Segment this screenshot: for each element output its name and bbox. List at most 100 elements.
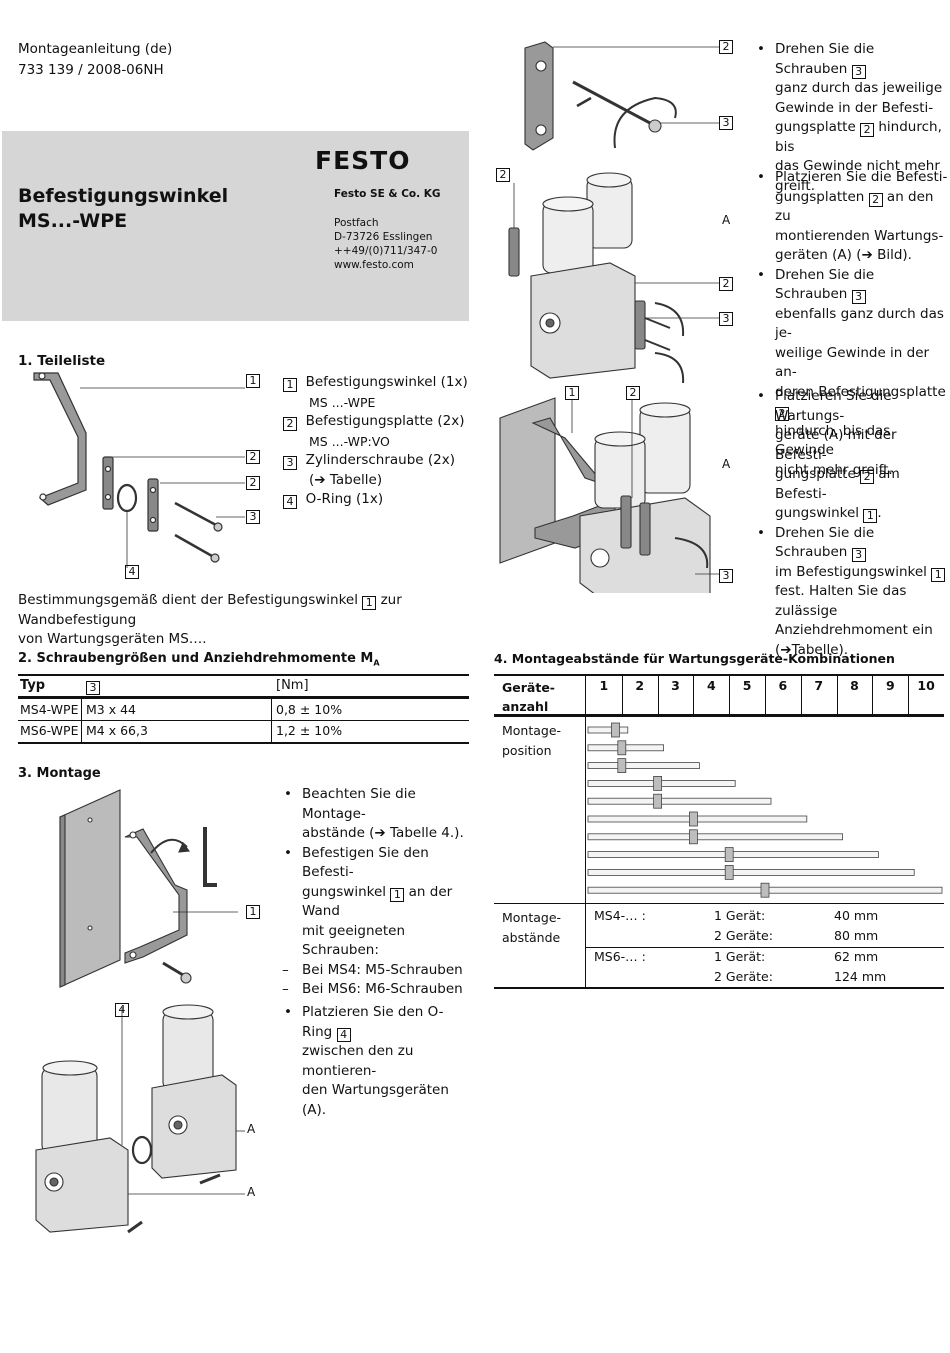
part-item: 4 O-Ring (1x) <box>283 490 483 510</box>
count-cell: 2 <box>635 678 645 693</box>
part-num: 4 <box>283 495 297 509</box>
montage-callout-4: 4 <box>115 1003 129 1017</box>
step-num: 3 <box>851 290 866 304</box>
step-text: Drehen Sie die Schrauben <box>775 41 875 77</box>
bracket-marker <box>617 740 627 756</box>
row-torque: 0,8 ± 10% <box>276 702 343 717</box>
count-cell: 6 <box>778 678 788 693</box>
count-cell: 8 <box>850 678 859 693</box>
company-name: Festo SE & Co. KG <box>334 188 441 200</box>
step-text: im Befestigungswinkel <box>775 563 927 580</box>
dist-device: 2 Geräte: <box>714 969 773 984</box>
bracket-marker <box>653 793 662 809</box>
doc-number: 733 139 / 2008-06NH <box>18 62 164 78</box>
step-text: am Befesti- <box>775 466 900 502</box>
step-text: geräte (A) mit der Befesti- <box>775 427 897 463</box>
step-text: an der Wand <box>302 883 453 920</box>
row-dist-line1: Montage- <box>502 910 562 925</box>
row-pos-line2: position <box>502 743 552 758</box>
col-torque: [Nm] <box>276 678 309 693</box>
dist-series: MS4-… : <box>594 908 646 923</box>
count-cell: 5 <box>742 678 752 693</box>
step-item: Befestigen Sie den Befesti-gungswinkel 1… <box>280 844 470 961</box>
step-text: abstände (➔ Tabelle 4.). <box>302 825 464 841</box>
col-screw: 3 <box>86 678 100 695</box>
part-num: 3 <box>283 456 297 470</box>
count-separator <box>657 676 659 714</box>
step-num: 2 <box>860 123 875 137</box>
dist-value: 62 mm <box>834 949 879 964</box>
count-separator <box>693 676 695 714</box>
intended-use-num: 1 <box>362 596 377 610</box>
part-num: 2 <box>283 417 297 431</box>
intended-use: Bestimmungsgemäß dient der Befestigungsw… <box>18 591 478 650</box>
address-line2: D-73726 Esslingen <box>334 231 433 243</box>
count-separator <box>621 676 623 714</box>
section1-heading: 1. Teileliste <box>18 353 106 369</box>
row-pos-label: Montage- position <box>502 721 561 761</box>
step-text: gungsplatte <box>775 119 856 135</box>
step-item: Platzieren Sie die Befesti-gungsplatten … <box>753 168 948 266</box>
step-num: 1 <box>931 567 946 582</box>
count-separator <box>908 676 910 714</box>
col-head-line1: Geräte- <box>502 680 555 695</box>
part-text: Befestigungsplatte (2x) <box>305 413 465 429</box>
step-text: gungswinkel <box>775 505 860 521</box>
step-text: gungsplatten <box>775 188 865 205</box>
row-screw: M4 x 66,3 <box>86 723 148 738</box>
step-text: Platzieren Sie den O-Ring <box>302 1004 444 1040</box>
right-callout-1: 1 <box>565 386 579 400</box>
step-text: ebenfalls ganz durch das je- <box>775 305 944 342</box>
right-callout-2: 2 <box>719 40 733 54</box>
part-item: 3 Zylinderschraube (2x) <box>283 451 483 471</box>
device-bar <box>587 797 772 805</box>
section2-heading-sub: A <box>373 658 380 668</box>
parts-illustration <box>33 372 245 568</box>
row-dist-label: Montage- abstände <box>502 908 561 948</box>
part-item: 2 Befestigungsplatte (2x) <box>283 412 483 432</box>
right-label-a: A <box>722 213 731 227</box>
bracket-marker <box>611 722 620 738</box>
section2-heading-text: 2. Schraubengrößen und Anziehdrehmomente… <box>18 651 374 666</box>
part-text: Befestigungswinkel (1x) <box>305 374 468 390</box>
callout-1: 1 <box>246 374 260 388</box>
bracket-marker <box>653 776 662 791</box>
callout-4: 4 <box>125 565 139 579</box>
right-callout-2: 2 <box>719 277 733 291</box>
right-callout-2: 2 <box>626 386 640 400</box>
doc-type: Montageanleitung (de) <box>18 41 173 57</box>
bracket-marker <box>689 811 698 827</box>
bracket-marker <box>724 847 734 863</box>
col-type: Typ <box>20 678 46 693</box>
dist-device: 2 Geräte: <box>714 928 773 943</box>
col-head-line2: anzahl <box>502 699 549 714</box>
bracket-marker <box>617 758 627 773</box>
festo-logo: FESTO <box>315 146 411 175</box>
callout-2a: 2 <box>246 450 260 464</box>
intended-use-text1: Bestimmungsgemäß dient der Befestigungsw… <box>18 592 358 608</box>
callout-3: 3 <box>246 510 260 524</box>
step-num: 3 <box>851 548 866 562</box>
step-text: zwischen den zu montieren- <box>302 1043 414 1079</box>
step-text: Anziehdrehmoment ein <box>775 622 933 638</box>
label-a: A <box>247 1122 256 1136</box>
row-pos-line1: Montage- <box>502 723 562 738</box>
dist-device: 1 Gerät: <box>714 908 766 923</box>
step-text: Drehen Sie die Schrauben <box>775 524 875 561</box>
part-text: O-Ring (1x) <box>305 491 384 507</box>
step-item: Bei MS6: M6-Schrauben <box>280 980 470 1000</box>
count-cell: 10 <box>917 678 935 693</box>
count-cell: 4 <box>706 678 716 693</box>
count-separator <box>729 676 731 714</box>
step-text: Platzieren Sie die Befesti- <box>775 169 948 185</box>
step-text: Platzieren Sie die Wartungs- <box>775 388 892 424</box>
step-text: . <box>877 505 882 521</box>
oring-illustration <box>35 1004 245 1234</box>
step-text: gungswinkel <box>302 883 387 900</box>
dist-device: 1 Gerät: <box>714 949 766 964</box>
address-line1: Postfach <box>334 217 379 229</box>
step-text: Gewinde in der Befesti- <box>775 99 934 116</box>
